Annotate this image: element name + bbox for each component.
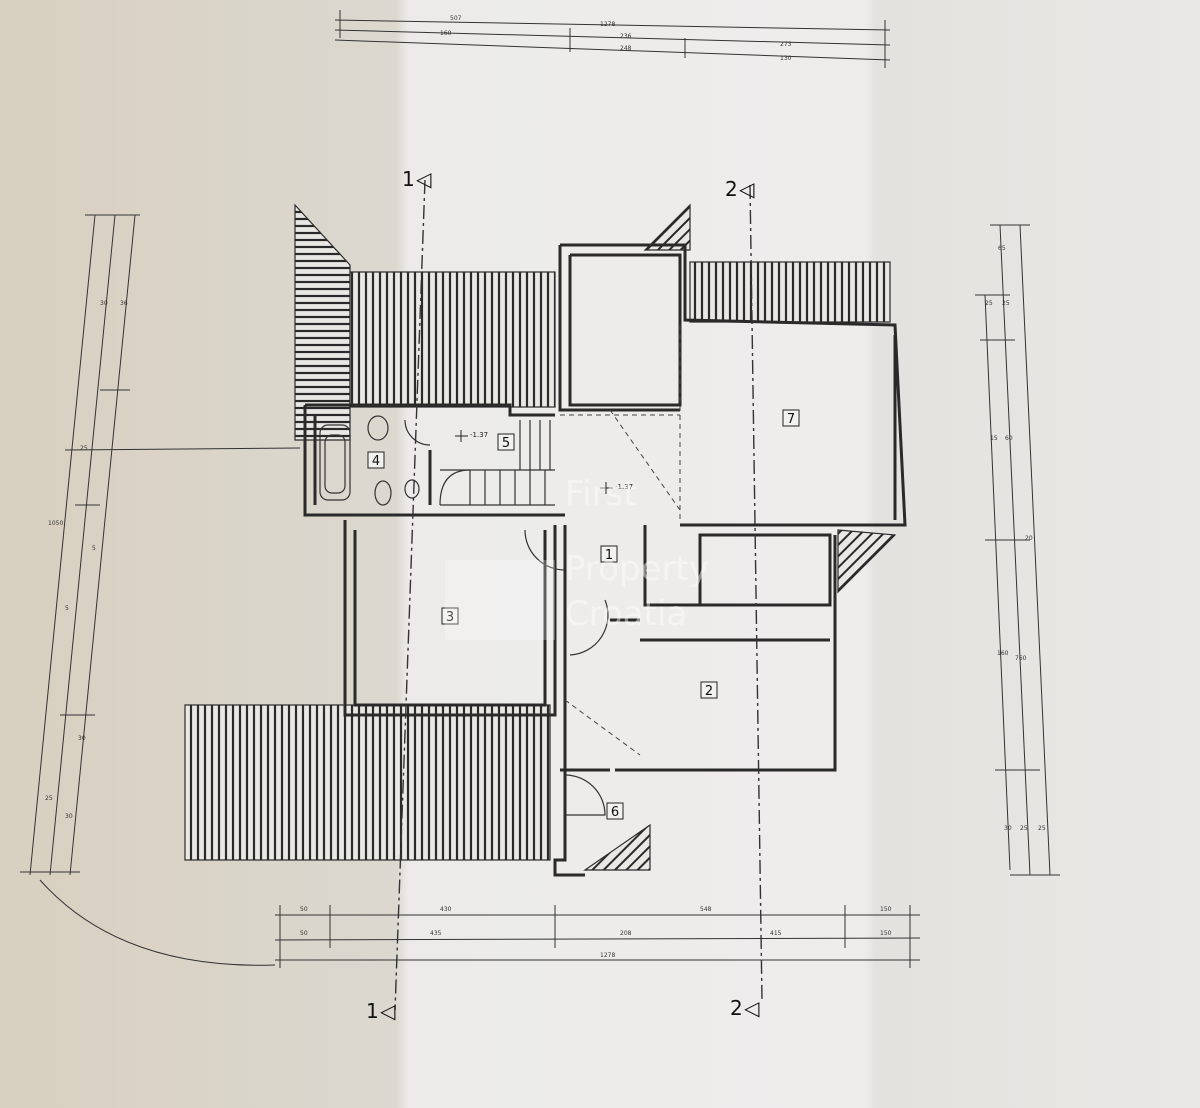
svg-text:65: 65 xyxy=(998,245,1006,252)
svg-text:25: 25 xyxy=(1002,300,1010,307)
svg-text:15: 15 xyxy=(990,435,998,442)
bathtub xyxy=(319,424,351,501)
sink xyxy=(367,415,389,441)
svg-text:25: 25 xyxy=(1020,825,1028,832)
room-tags: 1 2 3 4 5 6 7 xyxy=(367,409,800,820)
room-tag-7: 7 xyxy=(782,409,800,427)
svg-text:548: 548 xyxy=(700,906,712,913)
svg-text:25: 25 xyxy=(1038,825,1046,832)
svg-text:50: 50 xyxy=(300,930,308,937)
dimension-bottom: 50 430 548 150 50 435 208 415 150 1278 xyxy=(39,879,921,968)
svg-text:30: 30 xyxy=(78,735,86,742)
svg-text:273: 273 xyxy=(780,41,792,48)
door-swing xyxy=(564,774,606,816)
svg-text:36: 36 xyxy=(120,300,128,307)
svg-text:◁: ◁ xyxy=(415,167,432,191)
svg-text:◁: ◁ xyxy=(379,999,396,1023)
svg-text:25: 25 xyxy=(985,300,993,307)
svg-text:3: 3 xyxy=(446,610,454,625)
section-axis-1: 1 ◁ 1 ◁ xyxy=(366,167,432,1023)
svg-text:1: 1 xyxy=(605,548,613,563)
svg-text:415: 415 xyxy=(770,930,782,937)
room-tag-5: 5 xyxy=(497,433,515,451)
svg-text:25: 25 xyxy=(45,795,53,802)
svg-text:-1.37: -1.37 xyxy=(470,431,488,439)
svg-text:248: 248 xyxy=(620,45,632,52)
svg-text:5: 5 xyxy=(502,436,510,451)
svg-text:7: 7 xyxy=(787,412,795,427)
stairs xyxy=(439,420,555,506)
svg-text:1050: 1050 xyxy=(48,520,63,527)
svg-text:4: 4 xyxy=(372,454,380,469)
svg-text:236: 236 xyxy=(620,33,632,40)
svg-text:1278: 1278 xyxy=(600,21,615,28)
svg-text:60: 60 xyxy=(1005,435,1013,442)
svg-text:30: 30 xyxy=(1004,825,1012,832)
svg-text:2: 2 xyxy=(730,996,743,1020)
svg-text:160: 160 xyxy=(997,650,1009,657)
section-axis-2: 2 ◁ 2 ◁ xyxy=(725,177,763,1020)
watermark: First Property Croatia xyxy=(445,474,709,640)
walls xyxy=(303,243,907,877)
svg-text:208: 208 xyxy=(620,930,632,937)
svg-text:30: 30 xyxy=(100,300,108,307)
room-tag-1: 1 xyxy=(600,545,618,563)
svg-text:430: 430 xyxy=(440,906,452,913)
svg-text:1: 1 xyxy=(366,999,379,1023)
dimension-left: 36 30 25 1050 5 5 30 25 30 xyxy=(20,214,301,876)
dimension-top: 507 1278 160 236 273 248 130 xyxy=(334,10,891,68)
svg-text:◁: ◁ xyxy=(738,177,755,201)
room-tag-6: 6 xyxy=(606,802,624,820)
level-mark: -1.37 xyxy=(600,482,633,494)
svg-text:435: 435 xyxy=(430,930,442,937)
svg-text:1278: 1278 xyxy=(600,952,615,959)
svg-text:-1.37: -1.37 xyxy=(615,483,633,491)
svg-text:Croatia: Croatia xyxy=(565,594,687,634)
svg-text:◁: ◁ xyxy=(743,996,760,1020)
svg-text:5: 5 xyxy=(65,605,69,612)
svg-text:1: 1 xyxy=(402,167,415,191)
svg-text:150: 150 xyxy=(880,906,892,913)
svg-text:507: 507 xyxy=(450,15,462,22)
toilet xyxy=(374,480,392,506)
level-mark: -1.37 xyxy=(455,430,488,442)
door-swing xyxy=(569,599,609,656)
svg-text:20: 20 xyxy=(1025,535,1033,542)
bidet xyxy=(404,479,420,499)
svg-text:2: 2 xyxy=(705,684,713,699)
fixtures: -1.37 -1.37 xyxy=(319,325,681,816)
room-tag-2: 2 xyxy=(700,681,718,699)
svg-text:6: 6 xyxy=(611,805,619,820)
svg-text:25: 25 xyxy=(80,445,88,452)
svg-text:30: 30 xyxy=(65,813,73,820)
svg-text:5: 5 xyxy=(92,545,96,552)
svg-text:First: First xyxy=(565,474,637,514)
svg-text:150: 150 xyxy=(880,930,892,937)
room-tag-3: 3 xyxy=(441,607,459,625)
svg-text:2: 2 xyxy=(725,177,738,201)
svg-text:Property: Property xyxy=(565,549,709,589)
room-tag-4: 4 xyxy=(367,451,385,469)
svg-text:160: 160 xyxy=(440,30,452,37)
svg-text:50: 50 xyxy=(300,906,308,913)
door-swing xyxy=(524,529,566,571)
svg-text:760: 760 xyxy=(1015,655,1027,662)
svg-text:130: 130 xyxy=(780,55,792,62)
dimension-right: 65 25 25 15 60 20 160 760 30 25 25 xyxy=(975,224,1060,876)
door-swing xyxy=(404,419,431,446)
